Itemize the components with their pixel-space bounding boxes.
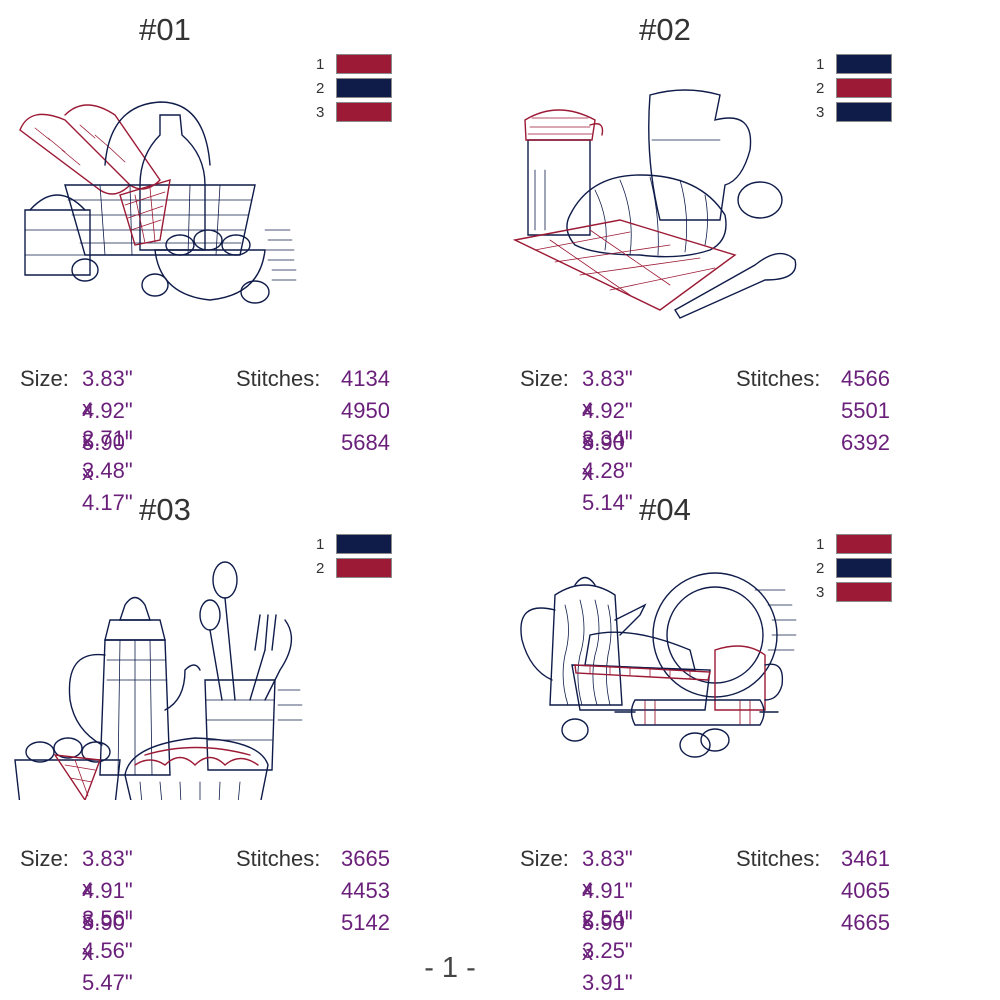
thread-number: 1 [316,535,325,553]
kettle-plate-rolling-pin-embroidery-image [520,572,797,758]
size-label: Size: [20,846,69,871]
size-value: 5.90" x 5.47" [82,910,133,995]
thread-color-list: 1 2 3 [816,52,892,124]
thread-color-row: 3 [816,580,892,604]
thread-color-list: 1 2 3 [316,52,392,124]
coffee-pot-pie-embroidery-image [14,561,303,800]
thread-number: 1 [316,55,325,73]
thread-swatch [336,558,392,578]
stitches-value: 4665 [841,910,890,935]
thread-color-row: 3 [316,100,392,124]
thread-color-row: 1 [816,52,892,76]
stitches-value: 6392 [841,430,890,455]
croissant-milk-embroidery-image [512,89,797,319]
size-value: 3.83" x 3.56" [82,846,133,931]
thread-swatch [836,582,892,602]
design-title: #04 [639,492,691,527]
page-number: - 1 - [424,952,476,984]
design-card-04: #04 1 2 3 [500,480,1000,995]
thread-color-row: 2 [816,556,892,580]
thread-color-row: 2 [816,76,892,100]
thread-color-list: 1 2 3 [816,532,892,604]
size-value: 4.91" x 3.25" [582,878,633,963]
size-label: Size: [520,366,569,391]
thread-swatch [836,534,892,554]
stitches-value: 4134 [341,366,390,391]
size-value: 5.90" x 5.14" [582,430,633,515]
size-value: 5.90" x 4.17" [82,430,133,515]
size-value: 5.90" x 3.91" [582,910,633,995]
stitches-label: Stitches: [736,846,821,871]
bread-basket-embroidery-image [19,101,297,304]
thread-color-list: 1 2 [316,532,392,580]
thread-swatch [836,102,892,122]
design-title: #01 [139,12,191,47]
design-card-02: #02 1 2 3 [500,0,1000,515]
size-label: Size: [20,366,69,391]
thread-swatch [336,78,392,98]
stitches-value: 4453 [341,878,390,903]
thread-number: 2 [816,559,825,577]
size-label: Size: [520,846,569,871]
thread-swatch [836,78,892,98]
stitches-value: 4065 [841,878,890,903]
design-title: #03 [139,492,191,527]
thread-swatch [836,54,892,74]
thread-number: 3 [816,583,825,601]
size-value: 3.83" x 2.71" [82,366,133,451]
stitches-value: 3665 [341,846,390,871]
thread-number: 3 [816,103,825,121]
size-value: 4.91" x 4.56" [82,878,133,963]
stitches-value: 3461 [841,846,890,871]
thread-number: 3 [316,103,325,121]
size-value: 3.83" x 3.34" [582,366,633,451]
design-title: #02 [639,12,691,47]
thread-color-row: 2 [316,556,392,580]
size-value: 4.92" x 3.48" [82,398,133,483]
design-card-03: #03 1 2 [0,480,500,995]
thread-number: 2 [316,559,325,577]
size-value: 4.92" x 4.28" [582,398,633,483]
design-card-01: #01 1 2 3 [0,0,500,515]
stitches-label: Stitches: [236,366,321,391]
thread-swatch [336,102,392,122]
thread-number: 1 [816,55,825,73]
thread-color-row: 1 [816,532,892,556]
stitches-value: 5684 [341,430,390,455]
stitches-label: Stitches: [236,846,321,871]
thread-swatch [836,558,892,578]
thread-color-row: 2 [316,76,392,100]
stitches-value: 5142 [341,910,390,935]
thread-number: 2 [816,79,825,97]
thread-swatch [336,54,392,74]
thread-color-row: 3 [816,100,892,124]
stitches-value: 5501 [841,398,890,423]
thread-color-row: 1 [316,52,392,76]
thread-swatch [336,534,392,554]
stitches-label: Stitches: [736,366,821,391]
stitches-value: 4950 [341,398,390,423]
thread-number: 2 [316,79,325,97]
stitches-value: 4566 [841,366,890,391]
thread-color-row: 1 [316,532,392,556]
size-value: 3.83" x 2.54" [582,846,633,931]
thread-number: 1 [816,535,825,553]
